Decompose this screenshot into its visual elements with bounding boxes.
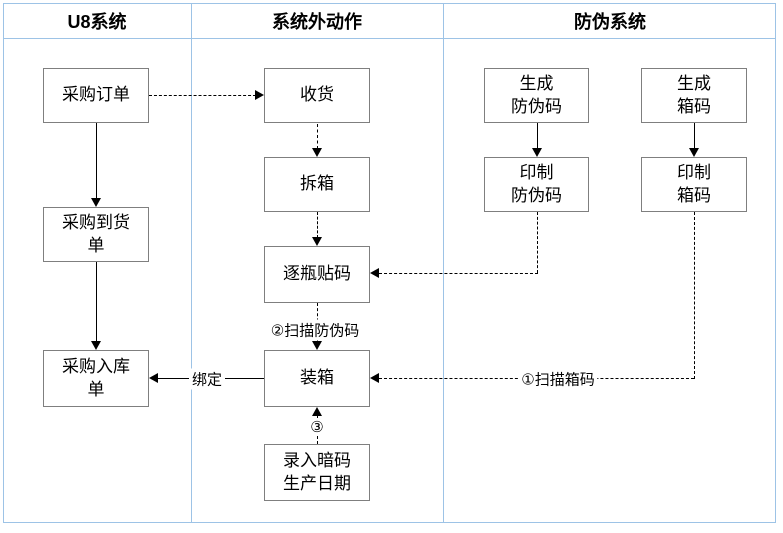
edge-gen-to-print-security: [536, 123, 538, 149]
edge-order-to-arrival: [95, 123, 97, 199]
node-receive-goods: 收货: [264, 68, 370, 123]
arrowhead-left-icon: [149, 372, 158, 383]
arrowhead-down-icon: [311, 341, 322, 350]
node-unbox: 拆箱: [264, 157, 370, 212]
edge-unbox-to-label: [316, 212, 318, 238]
edge-print-box-down: [693, 212, 695, 379]
node-purchase-arrival: 采购到货 单: [43, 207, 149, 262]
node-enter-secret-code: 录入暗码 生产日期: [264, 444, 370, 501]
lane-divider-1: [191, 3, 192, 522]
edge-print-security-down: [536, 212, 538, 273]
lane-header-outside-system: 系统外动作: [272, 12, 362, 32]
node-pack-box: 装箱: [264, 350, 370, 407]
arrowhead-down-icon: [688, 148, 699, 157]
arrowhead-down-icon: [90, 198, 101, 207]
lane-divider-2: [443, 3, 444, 522]
node-purchase-order: 采购订单: [43, 68, 149, 123]
edge-label-bind: 绑定: [188, 368, 226, 390]
arrowhead-down-icon: [531, 148, 542, 157]
node-print-security-code: 印制 防伪码: [484, 157, 589, 212]
lane-header-anti-fake: 防伪系统: [574, 12, 646, 32]
edge-label-step-three: ③: [307, 418, 327, 436]
lane-header-u8: U8系统: [67, 12, 127, 32]
arrowhead-up-icon: [311, 407, 322, 416]
edge-label-scan-security-code: ②扫描防伪码: [267, 319, 363, 341]
edge-receive-to-unbox: [316, 124, 318, 149]
arrowhead-down-icon: [311, 148, 322, 157]
edge-gen-to-print-box: [693, 123, 695, 149]
lane-header-divider: [3, 38, 776, 39]
arrowhead-left-icon: [370, 372, 379, 383]
node-generate-box-code: 生成 箱码: [641, 68, 747, 123]
arrowhead-down-icon: [311, 237, 322, 246]
node-generate-security-code: 生成 防伪码: [484, 68, 589, 123]
edge-order-to-receive: [149, 94, 256, 96]
edge-label-scan-box-code: ①扫描箱码: [518, 368, 598, 390]
edge-print-security-to-label: [379, 272, 538, 274]
node-purchase-inbound: 采购入库 单: [43, 350, 149, 407]
arrowhead-left-icon: [370, 267, 379, 278]
node-label-bottles: 逐瓶贴码: [264, 246, 370, 303]
arrowhead-down-icon: [90, 341, 101, 350]
arrowhead-right-icon: [255, 89, 264, 100]
edge-arrival-to-inbound: [95, 262, 97, 342]
node-print-box-code: 印制 箱码: [641, 157, 747, 212]
